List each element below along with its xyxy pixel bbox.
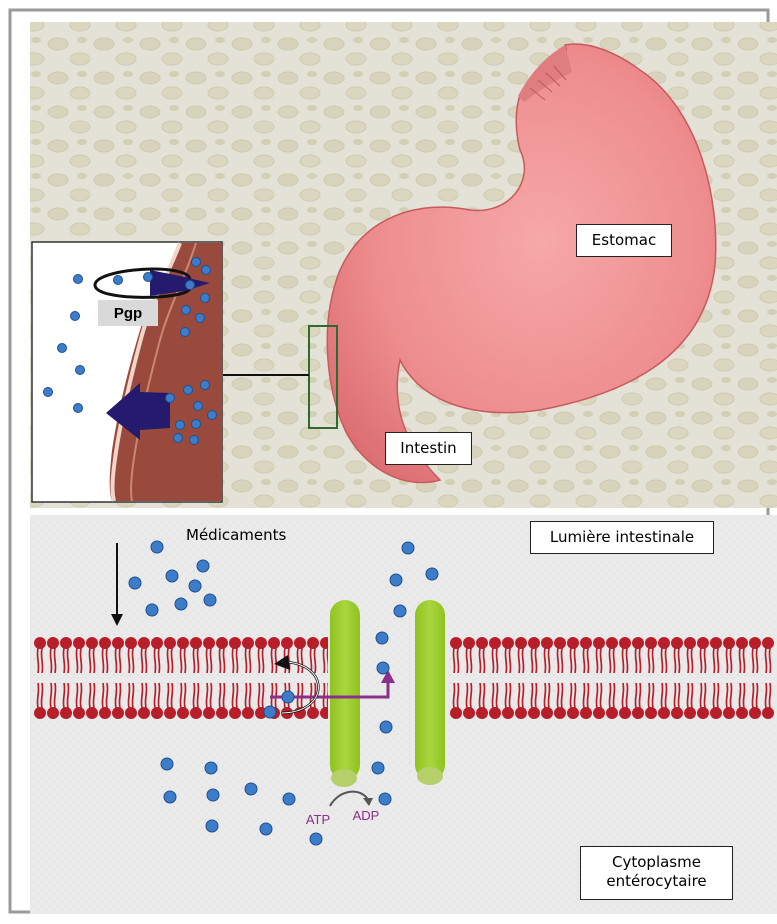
adp-label: ADP [353,808,380,823]
cytoplasm-label: Cytoplasme entérocytaire [580,846,733,900]
atp-label: ATP [306,812,330,827]
intestine-label: Intestin [385,432,472,465]
drugs-label: Médicaments [186,526,286,544]
pgp-label: Pgp [114,305,142,322]
cytoplasm-label-line1: Cytoplasme [581,853,732,872]
cytoplasm-label-line2: entérocytaire [581,872,732,891]
lumen-label: Lumière intestinale [530,521,714,554]
inset-magnification [32,242,222,502]
stomach-label: Estomac [576,224,672,257]
